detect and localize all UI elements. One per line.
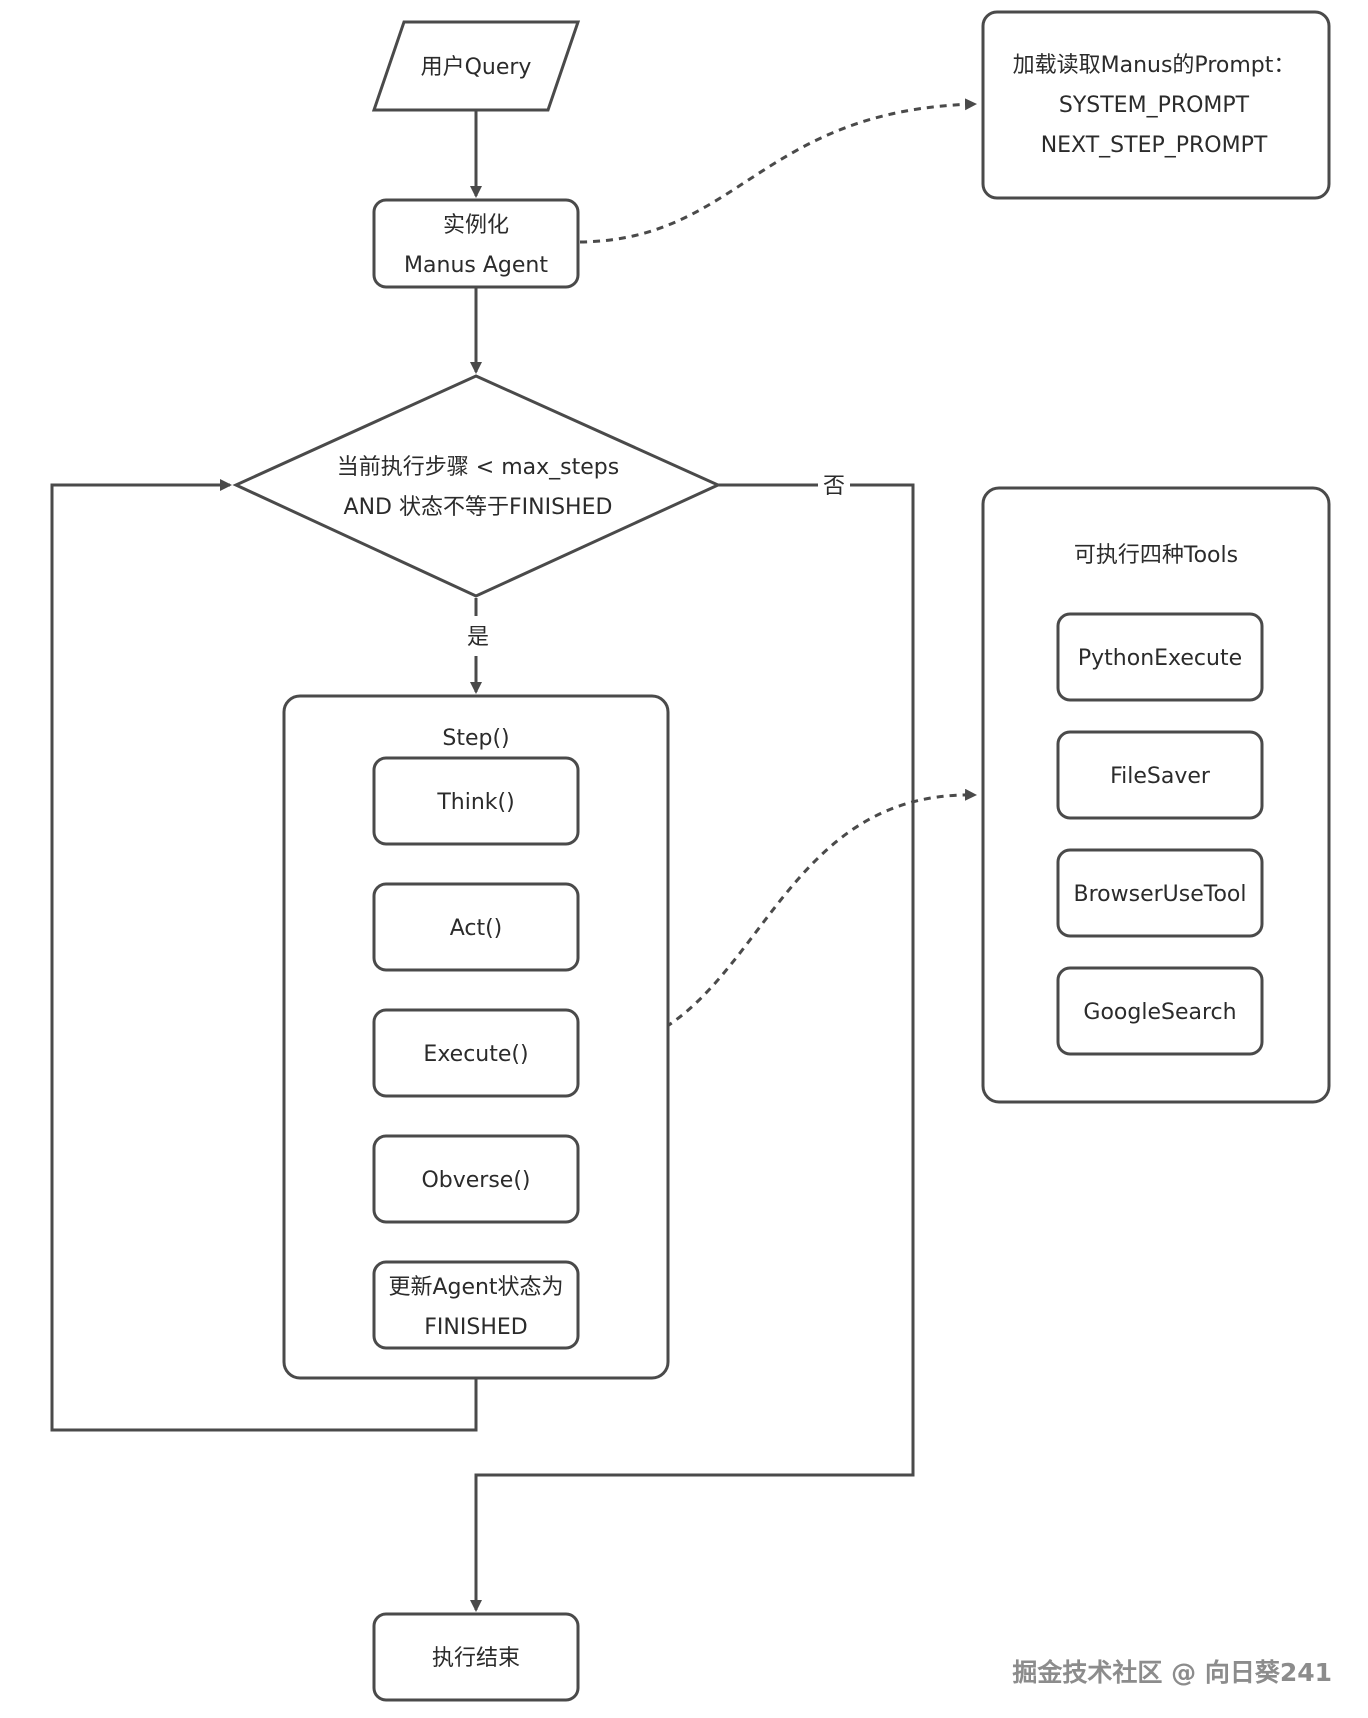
tool-file-saver-node (1056, 730, 1264, 820)
edge-label-yes: 是 (467, 625, 489, 650)
tool-google-search-label: GoogleSearch (1083, 1000, 1236, 1025)
condition-label-line2: AND 状态不等于FINISHED (344, 495, 613, 520)
condition-node (232, 374, 722, 598)
obverse-node (372, 1134, 580, 1224)
act-node (372, 882, 580, 972)
prompt-label-line1: 加载读取Manus的Prompt： (1013, 53, 1296, 78)
instantiate-agent-node (372, 198, 580, 289)
end-label: 执行结束 (432, 1646, 520, 1671)
tools-title: 可执行四种Tools (1074, 543, 1238, 568)
think-label: Think() (436, 790, 514, 815)
obverse-label: Obverse() (421, 1168, 530, 1193)
edge-loop-back (50, 479, 478, 1432)
act-label: Act() (450, 916, 503, 941)
prompt-label-line2: SYSTEM_PROMPT (1059, 93, 1250, 118)
tool-browser-use-label: BrowserUseTool (1074, 882, 1247, 907)
watermark: 掘金技术社区 @ 向日葵241 (1012, 1658, 1332, 1687)
instantiate-label-line2: Manus Agent (404, 253, 548, 278)
user-query-node (371, 20, 581, 112)
update-status-label-line2: FINISHED (424, 1315, 527, 1340)
user-query-label: 用户Query (421, 55, 532, 80)
update-status-label-line1: 更新Agent状态为 (388, 1275, 563, 1300)
condition-label-line1: 当前执行步骤 < max_steps (337, 455, 619, 480)
tool-browser-use-node (1056, 848, 1264, 938)
tool-python-execute-label: PythonExecute (1078, 646, 1242, 671)
prompt-label-line3: NEXT_STEP_PROMPT (1041, 133, 1268, 158)
tool-file-saver-label: FileSaver (1110, 764, 1211, 789)
tool-google-search-node (1056, 966, 1264, 1056)
edge-label-no: 否 (823, 474, 845, 499)
execute-label: Execute() (423, 1042, 528, 1067)
think-node (372, 756, 580, 846)
tool-python-execute-node (1056, 612, 1264, 702)
prompt-node (981, 10, 1331, 200)
edge-instantiate-to-prompt (579, 98, 977, 244)
execute-node (372, 1008, 580, 1098)
step-title: Step() (442, 726, 509, 751)
no-label-bg (818, 468, 850, 502)
update-status-node (372, 1260, 580, 1350)
end-node (372, 1612, 580, 1702)
yes-label-bg (462, 618, 490, 652)
instantiate-label-line1: 实例化 (443, 213, 509, 238)
